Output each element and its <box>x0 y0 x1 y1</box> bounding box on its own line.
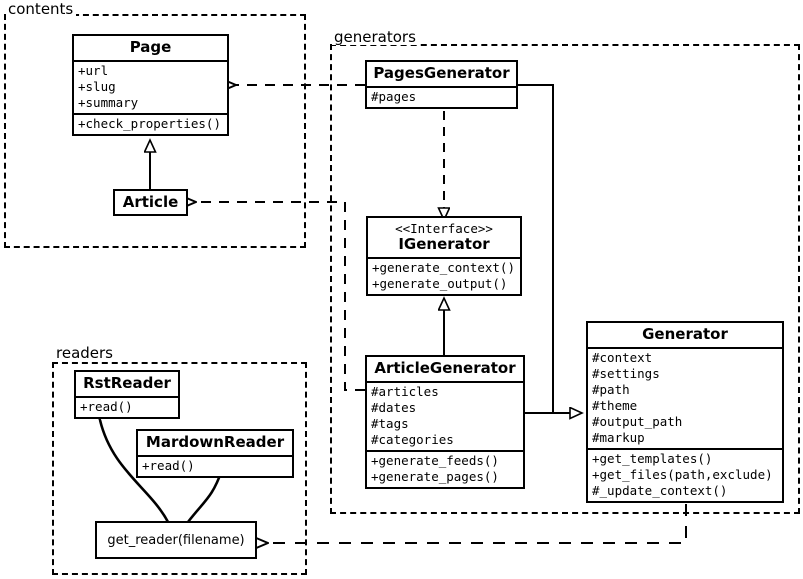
class-article-generator-attributes: #articles #dates #tags #categories <box>367 381 523 450</box>
class-generator-attributes: #context #settings #path #theme #output_… <box>588 347 782 448</box>
class-article-name: Article <box>122 193 179 211</box>
function-get-reader[interactable]: get_reader(filename) <box>95 521 257 559</box>
class-page-methods: +check_properties() <box>74 113 227 134</box>
class-article-generator[interactable]: ArticleGenerator #articles #dates #tags … <box>365 355 525 489</box>
method-row: +generate_output() <box>372 276 508 291</box>
package-readers <box>52 362 307 575</box>
class-markdown-reader-methods: +read() <box>138 455 292 476</box>
class-generator[interactable]: Generator #context #settings #path #them… <box>586 321 784 503</box>
class-igenerator-methods: +generate_context() +generate_output() <box>368 257 520 294</box>
class-article-generator-methods: +generate_feeds() +generate_pages() <box>367 450 523 487</box>
class-igenerator-stereotype: <<Interface>> <box>395 221 493 236</box>
class-igenerator[interactable]: <<Interface>> IGenerator +generate_conte… <box>366 216 522 296</box>
class-page[interactable]: Page +url +slug +summary +check_properti… <box>72 34 229 136</box>
method-row: +check_properties() <box>78 116 221 131</box>
class-rst-reader-methods: +read() <box>76 396 178 417</box>
class-igenerator-title: IGenerator <box>398 235 490 253</box>
attribute-row: #pages <box>371 89 417 104</box>
attribute-row: #path <box>592 382 630 397</box>
method-row: +get_files(path,exclude) <box>592 467 773 482</box>
attribute-row: #markup <box>592 430 645 445</box>
class-page-attributes: +url +slug +summary <box>74 60 227 113</box>
class-pages-generator-attributes: #pages <box>367 86 516 107</box>
attribute-row: +url <box>78 63 109 78</box>
package-contents <box>4 14 306 248</box>
class-pages-generator-name: PagesGenerator <box>373 64 510 82</box>
class-markdown-reader-name: MardownReader <box>145 433 285 451</box>
function-get-reader-label: get_reader(filename) <box>107 532 245 548</box>
method-row: +generate_pages() <box>371 469 499 484</box>
method-row: +read() <box>142 458 195 473</box>
attribute-row: #articles <box>371 384 439 399</box>
class-page-name: Page <box>129 38 172 56</box>
attribute-row: #categories <box>371 432 454 447</box>
class-article-generator-name: ArticleGenerator <box>374 359 516 377</box>
class-rst-reader-name: RstReader <box>83 374 171 392</box>
attribute-row: #settings <box>592 366 660 381</box>
attribute-row: #dates <box>371 400 417 415</box>
class-igenerator-name: <<Interface>> IGenerator <box>368 218 520 257</box>
class-generator-name: Generator <box>642 325 728 343</box>
attribute-row: +slug <box>78 79 116 94</box>
package-contents-label: contents <box>6 1 77 17</box>
method-row: +generate_feeds() <box>371 453 499 468</box>
attribute-row: #output_path <box>592 414 683 429</box>
attribute-row: #context <box>592 350 653 365</box>
package-generators <box>330 44 800 514</box>
attribute-row: #tags <box>371 416 409 431</box>
class-generator-methods: +get_templates() +get_files(path,exclude… <box>588 448 782 501</box>
attribute-row: +summary <box>78 95 139 110</box>
method-row: +get_templates() <box>592 451 713 466</box>
attribute-row: #theme <box>592 398 638 413</box>
package-readers-label: readers <box>54 345 116 361</box>
method-row: +read() <box>80 399 133 414</box>
method-row: +generate_context() <box>372 260 515 275</box>
class-pages-generator[interactable]: PagesGenerator #pages <box>365 60 518 109</box>
class-markdown-reader[interactable]: MardownReader +read() <box>136 429 294 478</box>
method-row: #_update_context() <box>592 483 728 498</box>
class-rst-reader[interactable]: RstReader +read() <box>74 370 180 419</box>
package-generators-label: generators <box>332 29 419 45</box>
class-article[interactable]: Article <box>113 189 188 216</box>
